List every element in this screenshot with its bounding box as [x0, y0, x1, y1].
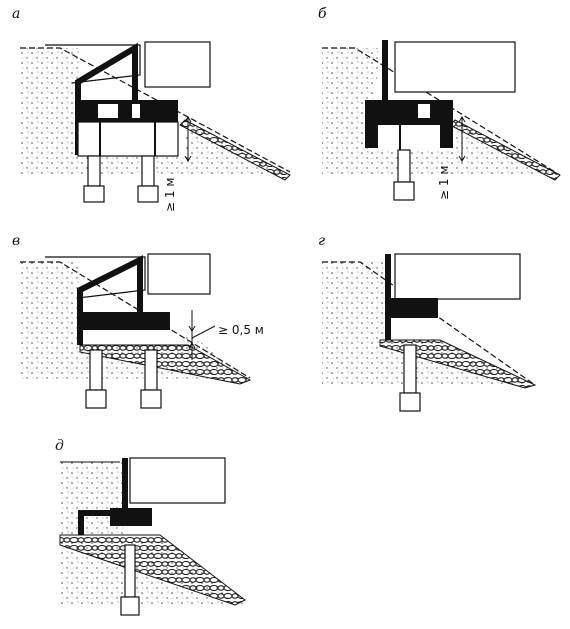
panel-a-upper-slab — [45, 44, 141, 84]
panel-a-base — [77, 121, 179, 157]
panel-v-label: в — [12, 233, 20, 249]
panel-d-pile — [120, 544, 140, 616]
panel-v-dimension: ≥ 0,5 м — [218, 323, 264, 337]
panel-d-side-slab — [78, 510, 110, 535]
panel-v-upper-slab — [45, 256, 146, 299]
panel-b-base — [365, 122, 453, 148]
panel-g-pile — [399, 344, 421, 412]
panel-b-grillage — [365, 100, 453, 122]
panel-g-label: г — [318, 233, 325, 249]
panel-a-grillage-gap — [98, 104, 118, 118]
panel-a-building — [144, 41, 211, 88]
panel-a-slope-line — [20, 47, 291, 173]
panel-d: д — [55, 438, 246, 616]
panel-v-dim-arrows — [188, 325, 196, 349]
panel-a: а ≥ 1 м — [12, 6, 291, 212]
panel-g-grillage — [388, 298, 438, 318]
panel-g-building — [394, 253, 521, 300]
panel-v-building — [147, 253, 211, 295]
panel-v-grillage — [80, 312, 170, 330]
panel-v-slope-line — [20, 261, 251, 379]
panel-g-soil — [322, 262, 535, 385]
panel-b-slope-line — [322, 47, 556, 173]
panel-d-building — [129, 457, 226, 504]
panel-d-grillage — [110, 508, 152, 526]
panel-g: г — [318, 233, 537, 412]
panel-v-gravel — [79, 344, 252, 385]
panel-a-dim-arrows — [184, 116, 192, 162]
panel-d-gravel — [59, 534, 246, 606]
panel-a-grillage — [78, 100, 178, 122]
panel-b-pile — [393, 149, 415, 201]
panel-v-piles — [85, 349, 162, 409]
panel-b-grillage-gap — [418, 104, 430, 118]
panel-d-label: д — [55, 438, 64, 454]
panel-v: в ≥ 0,5 м — [12, 233, 264, 409]
panel-v-leader — [191, 325, 216, 339]
panel-a-gravel — [179, 119, 291, 181]
panel-a-grillage-gap2 — [132, 104, 140, 118]
panel-b-building — [394, 41, 516, 93]
panel-b-gravel — [449, 119, 561, 181]
panel-b: б ≥ 1 м — [318, 6, 561, 201]
panel-a-dimension: ≥ 1 м — [163, 178, 177, 212]
panel-g-gravel — [379, 339, 537, 389]
panel-b-dimension: ≥ 1 м — [437, 166, 451, 200]
panel-a-piles — [83, 155, 159, 203]
panel-b-label: б — [318, 6, 327, 22]
panel-b-dim-arrows — [458, 116, 466, 162]
panel-a-label: а — [12, 6, 20, 22]
panel-v-wall — [77, 255, 143, 345]
panel-g-slope-line — [322, 261, 536, 386]
panel-d-soil — [60, 462, 245, 605]
